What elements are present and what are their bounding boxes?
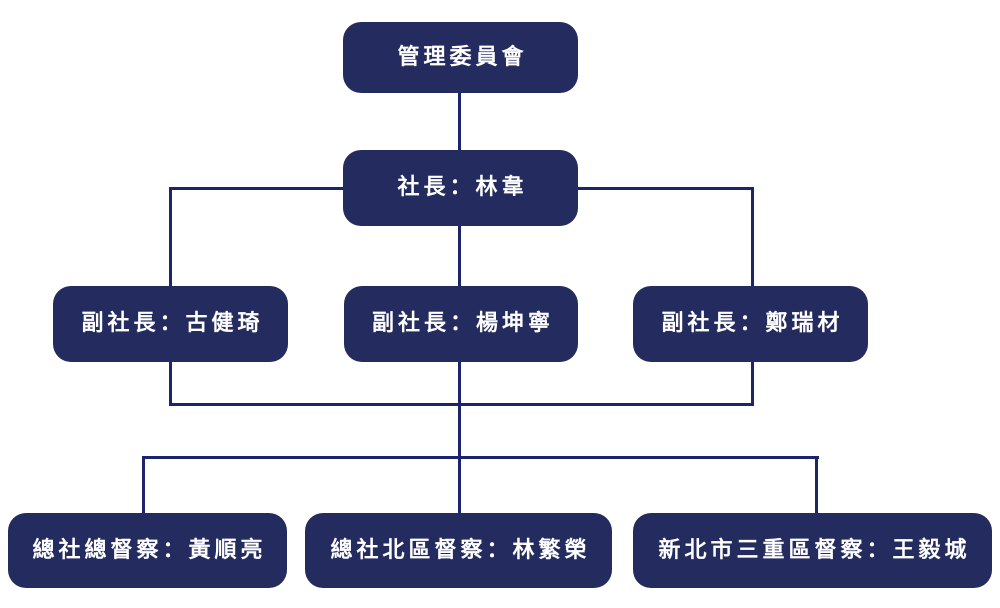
connector-drop-to-inspector3 — [815, 456, 818, 513]
node-vice-president-2: 副社長：楊坤寧 — [344, 286, 578, 362]
connector-vp2-to-inspectors — [458, 362, 461, 513]
connector-drop-to-vp3 — [751, 187, 754, 286]
node-vice-president-1: 副社長：古健琦 — [53, 286, 288, 362]
connector-drop-to-inspector1 — [142, 456, 145, 513]
node-vice-president-2-label: 副社長：楊坤寧 — [371, 311, 554, 336]
node-president: 社長：林韋 — [343, 150, 578, 226]
node-vice-president-3-label: 副社長：鄭瑞材 — [661, 311, 844, 336]
node-sanchong-district-inspector-label: 新北市三重區督察：王毅城 — [658, 537, 971, 563]
node-vice-president-1-label: 副社長：古健琦 — [81, 311, 264, 336]
connector-president-to-vp2 — [458, 226, 461, 286]
node-north-district-inspector-label: 總社北區督察：林繁榮 — [330, 537, 591, 563]
connector-committee-to-president — [458, 93, 461, 150]
node-chief-inspector-label: 總社總督察：黃順亮 — [32, 537, 267, 563]
connector-drop-to-vp1 — [169, 187, 172, 286]
connector-vp3-to-bus — [751, 362, 754, 406]
node-sanchong-district-inspector: 新北市三重區督察：王毅城 — [633, 513, 992, 588]
node-president-label: 社長：林韋 — [397, 175, 528, 200]
node-vice-president-3: 副社長：鄭瑞材 — [633, 286, 868, 362]
node-north-district-inspector: 總社北區督察：林繁榮 — [305, 513, 612, 588]
connector-lower-bus-bar — [142, 456, 819, 459]
connector-vp1-to-bus — [169, 362, 172, 406]
connector-upper-bus-bar — [169, 403, 754, 406]
node-management-committee: 管理委員會 — [343, 22, 578, 93]
node-chief-inspector: 總社總督察：黃順亮 — [8, 513, 287, 588]
node-management-committee-label: 管理委員會 — [397, 44, 528, 70]
